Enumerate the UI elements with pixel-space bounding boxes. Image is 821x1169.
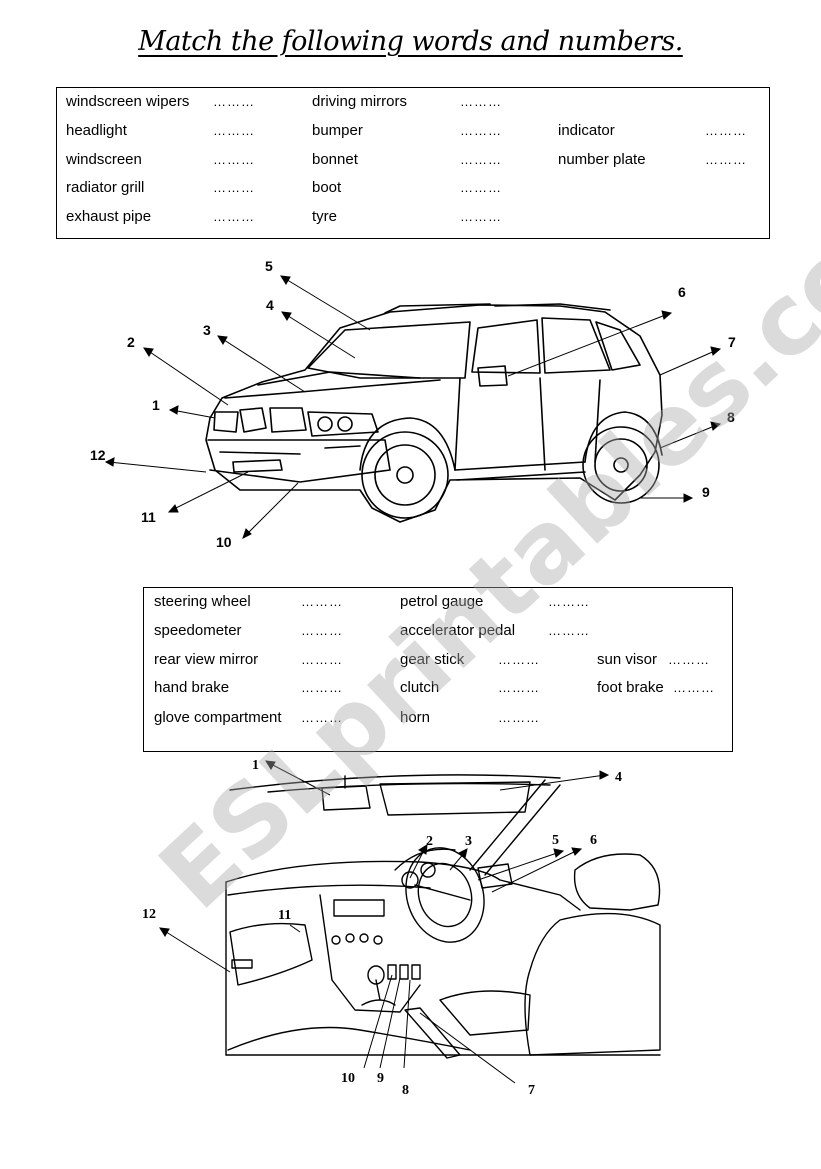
interior-label-2: 2 (426, 834, 433, 849)
exterior-answer-blank[interactable]: ……… (213, 209, 255, 224)
car-label-11: 11 (141, 509, 156, 525)
interior-answer-blank[interactable]: ……… (301, 710, 343, 725)
page-title: Match the following words and numbers. (138, 26, 683, 57)
exterior-word: exhaust pipe (66, 208, 152, 225)
exterior-word: bonnet (312, 151, 358, 168)
interior-answer-blank[interactable]: ……… (548, 623, 590, 638)
exterior-answer-blank[interactable]: ……… (460, 123, 502, 138)
exterior-answer-blank[interactable]: ……… (460, 180, 502, 195)
car-exterior-illustration: 1 2 3 4 5 6 7 8 9 10 11 12 (90, 258, 736, 550)
interior-label-8: 8 (402, 1083, 409, 1098)
exterior-word: indicator (558, 122, 615, 139)
car-label-4: 4 (266, 297, 274, 313)
interior-label-6: 6 (590, 833, 597, 848)
interior-word: steering wheel (154, 593, 251, 610)
car-label-12: 12 (90, 447, 106, 463)
interior-word: speedometer (154, 622, 242, 639)
interior-label-11: 11 (278, 908, 291, 923)
exterior-word: windscreen wipers (66, 93, 190, 110)
interior-label-9: 9 (377, 1071, 384, 1086)
interior-answer-blank[interactable]: ……… (498, 710, 540, 725)
exterior-answer-blank[interactable]: ……… (460, 152, 502, 167)
interior-label-5: 5 (552, 833, 559, 848)
interior-answer-blank[interactable]: ……… (301, 680, 343, 695)
exterior-answer-blank[interactable]: ……… (460, 209, 502, 224)
car-label-5: 5 (265, 258, 273, 274)
car-label-6: 6 (678, 284, 686, 300)
interior-answer-blank[interactable]: ……… (498, 652, 540, 667)
exterior-word-box (56, 87, 770, 239)
interior-word: rear view mirror (154, 651, 259, 668)
interior-label-7: 7 (528, 1083, 535, 1098)
exterior-word: driving mirrors (312, 93, 408, 110)
car-label-9: 9 (702, 484, 710, 500)
exterior-word: number plate (558, 151, 646, 168)
exterior-answer-blank[interactable]: ……… (213, 152, 255, 167)
exterior-word: tyre (312, 208, 338, 225)
interior-word: horn (400, 709, 431, 726)
interior-word: petrol gauge (400, 593, 484, 610)
interior-label-10: 10 (341, 1071, 355, 1086)
exterior-answer-blank[interactable]: ……… (705, 152, 747, 167)
interior-word: sun visor (597, 651, 658, 668)
interior-word: glove compartment (154, 709, 282, 726)
interior-answer-blank[interactable]: ……… (548, 594, 590, 609)
car-label-7: 7 (728, 334, 736, 350)
exterior-word: boot (312, 179, 342, 196)
interior-answer-blank[interactable]: ……… (668, 652, 710, 667)
interior-label-12: 12 (142, 907, 156, 922)
car-label-8: 8 (727, 409, 735, 425)
interior-answer-blank[interactable]: ……… (301, 623, 343, 638)
interior-word: accelerator pedal (400, 622, 516, 639)
interior-word: clutch (400, 679, 440, 696)
exterior-answer-blank[interactable]: ……… (213, 123, 255, 138)
interior-answer-blank[interactable]: ……… (673, 680, 715, 695)
car-label-10: 10 (216, 534, 232, 550)
exterior-answer-blank[interactable]: ……… (213, 94, 255, 109)
interior-word: foot brake (597, 679, 664, 696)
exterior-answer-blank[interactable]: ……… (213, 180, 255, 195)
car-label-2: 2 (127, 334, 135, 350)
exterior-word: headlight (66, 122, 127, 139)
interior-word: hand brake (154, 679, 230, 696)
exterior-answer-blank[interactable]: ……… (705, 123, 747, 138)
exterior-word: radiator grill (66, 179, 145, 196)
car-label-1: 1 (152, 397, 160, 413)
interior-label-3: 3 (465, 834, 472, 849)
interior-word-box (143, 587, 733, 752)
exterior-word: bumper (312, 122, 363, 139)
exterior-word: windscreen (66, 151, 142, 168)
exterior-answer-blank[interactable]: ……… (460, 94, 502, 109)
interior-word: gear stick (400, 651, 465, 668)
interior-answer-blank[interactable]: ……… (498, 680, 540, 695)
interior-label-4: 4 (615, 770, 622, 785)
interior-answer-blank[interactable]: ……… (301, 652, 343, 667)
interior-answer-blank[interactable]: ……… (301, 594, 343, 609)
car-label-3: 3 (203, 322, 211, 338)
